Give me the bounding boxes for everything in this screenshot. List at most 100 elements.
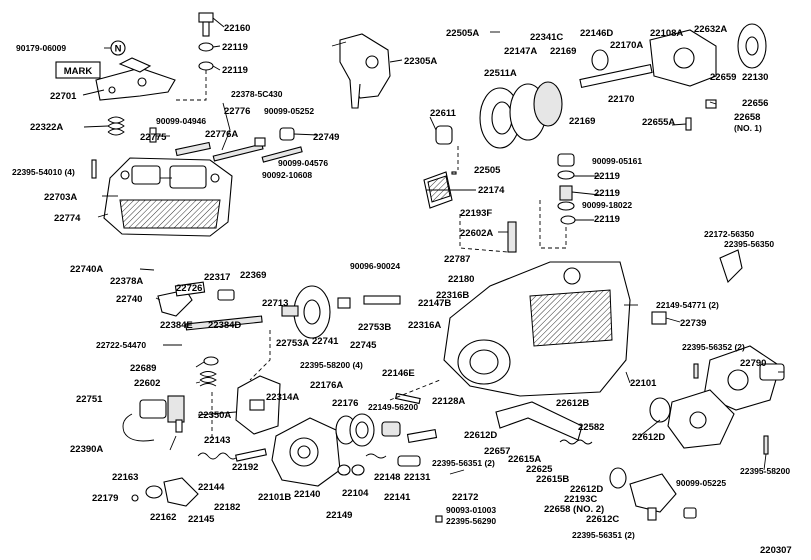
diagram-id: 220307 bbox=[760, 545, 792, 556]
part-22108A-housing bbox=[649, 29, 717, 87]
callout-22612C: 22612C bbox=[586, 514, 619, 525]
callout-22314A: 22314A bbox=[266, 392, 299, 403]
callout-22612D-c: 22612D bbox=[570, 484, 603, 495]
callout-22193C: 22193C bbox=[564, 494, 597, 505]
callout-22753A: 22753A bbox=[276, 338, 309, 349]
callout-90093-01003: 90093-01003 bbox=[446, 505, 496, 515]
callout-22505A: 22505A bbox=[446, 28, 479, 39]
callout-22101: 22101 bbox=[630, 378, 657, 389]
part-22317-spring bbox=[217, 289, 235, 301]
callout-22163: 22163 bbox=[112, 472, 138, 483]
callout-22658-no1: (NO. 1) bbox=[734, 123, 762, 133]
part-22611-bushing bbox=[435, 125, 453, 145]
callout-22776: 22776 bbox=[224, 106, 250, 117]
callout-22745: 22745 bbox=[350, 340, 377, 351]
callout-22119-a: 22119 bbox=[222, 42, 248, 53]
callout-22172: 22172 bbox=[452, 492, 478, 503]
callout-22774: 22774 bbox=[54, 213, 81, 224]
part-22384D-shaft bbox=[185, 315, 263, 331]
callout-90099-05161: 90099-05161 bbox=[592, 156, 642, 166]
part-22193F bbox=[451, 171, 457, 175]
callout-22179: 22179 bbox=[92, 493, 118, 504]
callout-22169-a: 22169 bbox=[550, 46, 576, 57]
callout-22656: 22656 bbox=[742, 98, 768, 109]
part-22128A-valve bbox=[406, 428, 438, 444]
callout-22749: 22749 bbox=[313, 132, 339, 143]
callout-22582: 22582 bbox=[578, 422, 604, 433]
callout-22193F: 22193F bbox=[460, 208, 492, 219]
part-22395-58200-bolt bbox=[763, 435, 769, 455]
callout-22369: 22369 bbox=[240, 270, 266, 281]
assembly-lines bbox=[176, 70, 567, 440]
callout-90099-04576: 90099-04576 bbox=[278, 158, 328, 168]
part-22395-54010-bolt bbox=[91, 159, 97, 179]
part-90093-01003-clip bbox=[435, 515, 443, 523]
callout-22395-58200-4: 22395-58200 (4) bbox=[300, 360, 363, 370]
part-90099-04946-bolt bbox=[175, 141, 211, 157]
part-22144-plate bbox=[163, 477, 199, 507]
callout-22128A: 22128A bbox=[432, 396, 465, 407]
part-22751-sensor bbox=[122, 395, 185, 442]
callout-22390A: 22390A bbox=[70, 444, 103, 455]
part-22689-washer bbox=[203, 356, 219, 366]
part-22193C-ring bbox=[609, 467, 627, 489]
callout-22176A: 22176A bbox=[310, 380, 343, 391]
part-o-ring bbox=[649, 397, 671, 423]
part-22739-plug bbox=[651, 311, 667, 325]
callout-22316A: 22316A bbox=[408, 320, 441, 331]
callout-90099-04946: 90099-04946 bbox=[156, 116, 206, 126]
part-22172-56350-bracket bbox=[719, 249, 743, 284]
part-22713-cam-disc bbox=[293, 285, 331, 339]
callout-22395-54010: 22395-54010 (4) bbox=[12, 167, 75, 177]
callout-22776A: 22776A bbox=[205, 129, 238, 140]
callout-90179-06009: 90179-06009 bbox=[16, 43, 66, 53]
callout-22659: 22659 bbox=[710, 72, 736, 83]
callout-22395-58200: 22395-58200 bbox=[740, 466, 790, 476]
callout-22505: 22505 bbox=[474, 165, 501, 176]
part-22701-lever bbox=[95, 57, 176, 101]
callout-22192: 22192 bbox=[232, 462, 258, 473]
callout-22322A: 22322A bbox=[30, 122, 63, 133]
callout-22149: 22149 bbox=[326, 510, 352, 521]
part-22170-shaft bbox=[579, 49, 653, 89]
callout-22378-5C430: 22378-5C430 bbox=[231, 89, 283, 99]
callout-22149-54771: 22149-54771 (2) bbox=[656, 300, 719, 310]
part-22745-pin bbox=[337, 297, 351, 309]
callout-22341C: 22341C bbox=[530, 32, 563, 43]
part-22602A-pin bbox=[507, 221, 517, 253]
callout-22104: 22104 bbox=[342, 488, 369, 499]
callout-22172-56350: 22172-56350 bbox=[704, 229, 754, 239]
part-22140-head bbox=[271, 417, 341, 487]
callout-22689: 22689 bbox=[130, 363, 156, 374]
callout-22602A: 22602A bbox=[460, 228, 493, 239]
callout-22658-no2: 22658 (NO. 2) bbox=[544, 504, 604, 515]
part-22656-pin bbox=[705, 99, 717, 109]
part-22775-pin bbox=[149, 127, 157, 143]
part-22753A-collar bbox=[281, 305, 299, 317]
part-90099-04576-bolt bbox=[261, 146, 303, 163]
mark-text: MARK bbox=[64, 66, 93, 77]
callout-22119-e: 22119 bbox=[594, 214, 620, 225]
part-22101-pump-body bbox=[443, 261, 631, 397]
part-22316A-shaft bbox=[363, 295, 401, 305]
callout-22632A: 22632A bbox=[694, 24, 727, 35]
callout-22146D: 22146D bbox=[580, 28, 613, 39]
callout-22787: 22787 bbox=[444, 254, 470, 265]
callout-22182: 22182 bbox=[214, 502, 240, 513]
callout-22141: 22141 bbox=[384, 492, 411, 503]
callout-22395-56352: 22395-56352 (2) bbox=[682, 342, 745, 352]
part-22149-56200-nut bbox=[381, 421, 401, 437]
callout-22395-56351-b: 22395-56351 (2) bbox=[572, 530, 635, 540]
callout-22655A: 22655A bbox=[642, 117, 675, 128]
callout-22384E: 22384E bbox=[160, 320, 193, 331]
callout-22395-56350: 22395-56350 bbox=[724, 239, 774, 249]
circle-n-marker: N bbox=[110, 40, 126, 56]
callout-22148: 22148 bbox=[374, 472, 400, 483]
callout-90099-05225: 90099-05225 bbox=[676, 478, 726, 488]
callout-22722-54470: 22722-54470 bbox=[96, 340, 146, 350]
callout-22350A: 22350A bbox=[198, 410, 231, 421]
callout-22615B: 22615B bbox=[536, 474, 569, 485]
callout-22615A: 22615A bbox=[508, 454, 541, 465]
callout-22740A: 22740A bbox=[70, 264, 103, 275]
callout-22144: 22144 bbox=[198, 482, 225, 493]
